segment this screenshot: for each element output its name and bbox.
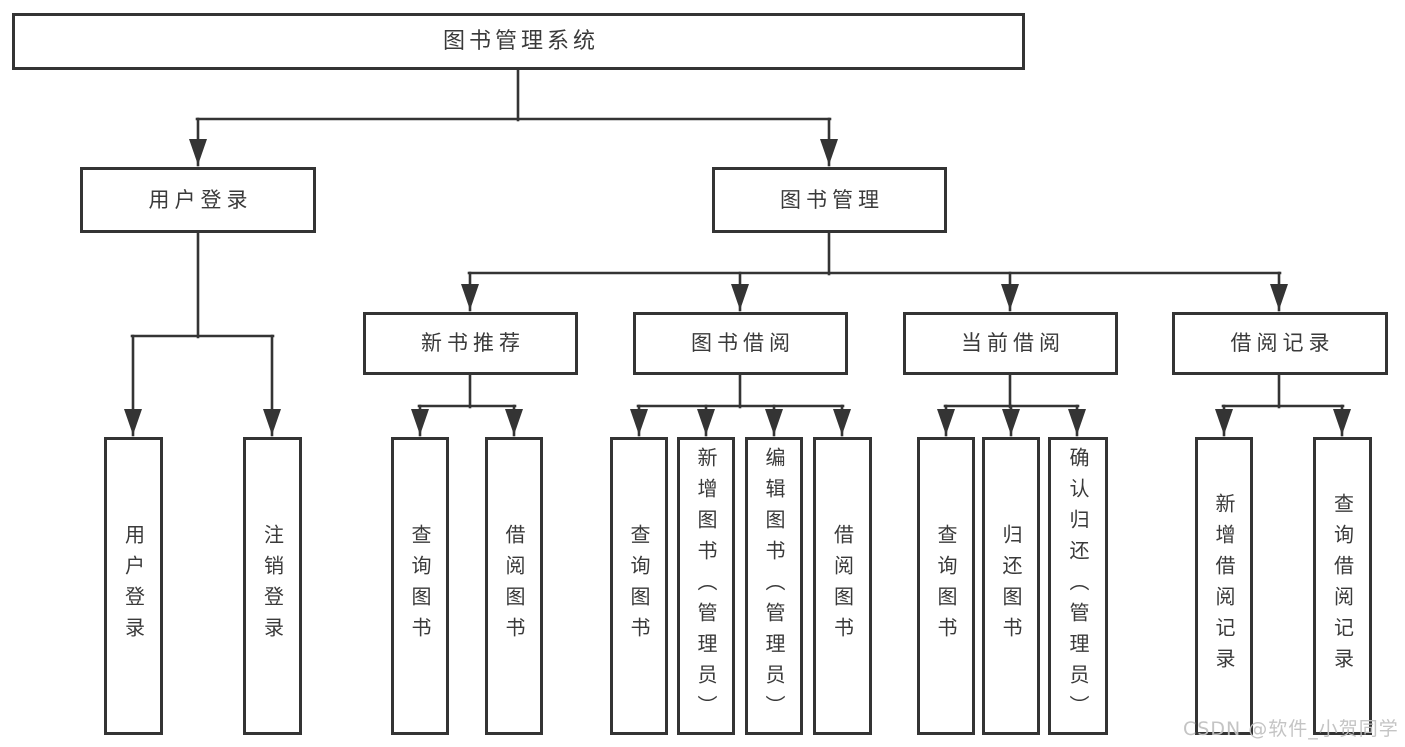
node-borrowing-records: 借阅记录 <box>1172 312 1388 375</box>
node-label: 借阅图书 <box>502 524 526 648</box>
node-label: 当前借阅 <box>961 331 1065 355</box>
leaf-confirm-return-admin: 确认归还（管理员） <box>1048 437 1108 735</box>
node-label: 查询图书 <box>627 524 651 648</box>
leaf-query-borrow-record: 查询借阅记录 <box>1313 437 1372 735</box>
node-current-borrowing: 当前借阅 <box>903 312 1118 375</box>
node-label: 查询图书 <box>408 524 432 648</box>
leaf-user-login: 用户登录 <box>104 437 163 735</box>
node-book-management: 图书管理 <box>712 167 947 233</box>
node-label: 用户登录 <box>121 524 146 648</box>
leaf-add-borrow-record: 新增借阅记录 <box>1195 437 1253 735</box>
csdn-watermark: CSDN @软件_小贺同学 <box>1183 718 1399 740</box>
node-label: 借阅图书 <box>830 524 855 648</box>
node-label: 新增借阅记录 <box>1212 493 1236 679</box>
node-library-management-system: 图书管理系统 <box>12 13 1025 70</box>
node-label: 用户登录 <box>148 187 253 212</box>
node-label: 确认归还（管理员） <box>1066 446 1090 726</box>
node-label: 图书管理 <box>780 187 884 212</box>
node-label: 新增图书（管理员） <box>694 446 718 726</box>
node-label: 查询借阅记录 <box>1330 493 1355 679</box>
node-label: 图书借阅 <box>691 331 795 355</box>
node-label: 编辑图书（管理员） <box>762 446 786 726</box>
leaf-borrow-books: 借阅图书 <box>813 437 872 735</box>
node-label: 注销登录 <box>260 524 285 648</box>
leaf-query-books-current: 查询图书 <box>917 437 975 735</box>
leaf-return-book: 归还图书 <box>982 437 1040 735</box>
node-label: 借阅记录 <box>1230 331 1335 355</box>
node-label: 图书管理系统 <box>442 28 599 54</box>
leaf-edit-book-admin: 编辑图书（管理员） <box>745 437 803 735</box>
leaf-logout: 注销登录 <box>243 437 302 735</box>
leaf-query-books-borrowing: 查询图书 <box>610 437 668 735</box>
leaf-add-book-admin: 新增图书（管理员） <box>677 437 735 735</box>
node-new-book-recommendation: 新书推荐 <box>363 312 578 375</box>
node-user-login: 用户登录 <box>80 167 316 233</box>
node-label: 新书推荐 <box>421 331 525 355</box>
leaf-query-books-recommend: 查询图书 <box>391 437 449 735</box>
leaf-borrow-books-recommend: 借阅图书 <box>485 437 543 735</box>
node-book-borrowing: 图书借阅 <box>633 312 848 375</box>
node-label: 查询图书 <box>934 524 958 648</box>
node-label: 归还图书 <box>999 524 1023 648</box>
